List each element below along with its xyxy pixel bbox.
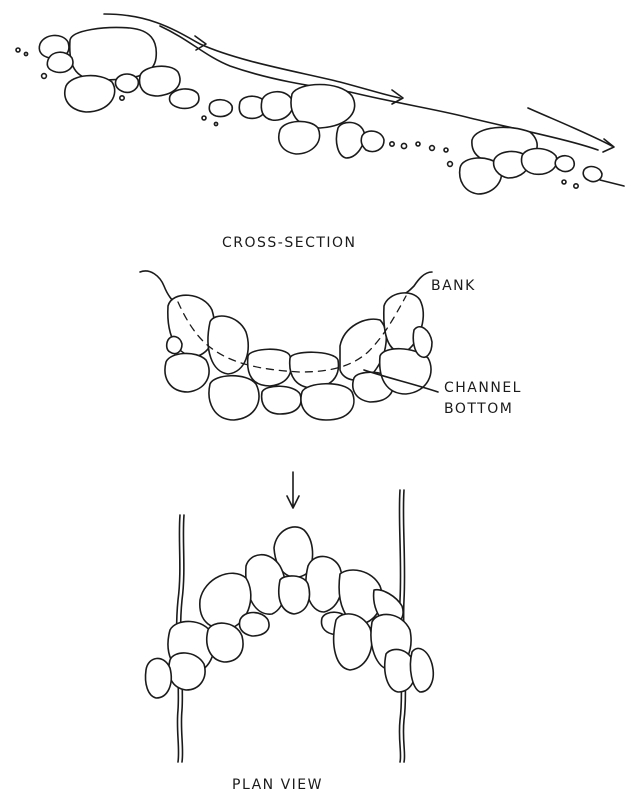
pebble [202,116,206,120]
cross-section-diagram [140,271,438,420]
streambed-edge [600,180,624,186]
pebble [444,148,448,152]
rock [306,556,342,612]
rock [410,648,433,692]
rock [290,352,339,388]
rock [583,167,602,182]
pebble [448,162,453,167]
rock [522,149,557,175]
bank-label: BANK [431,278,476,294]
plan-view-diagram [145,472,433,762]
pebble [120,96,124,100]
rock [413,327,432,357]
rock [336,122,364,158]
cross-section-caption: CROSS-SECTION [222,235,357,251]
rock [262,386,301,414]
rock [165,353,209,392]
rock [167,337,182,354]
rock [47,52,73,72]
pebble [562,180,566,184]
bank-line-left [140,271,176,304]
pebble [214,122,217,125]
rock [555,156,574,172]
rock [207,623,243,662]
pebble [430,146,435,151]
rock [209,376,259,420]
rock [334,614,372,670]
bank-line-right [404,272,432,294]
pebble [574,184,578,188]
rock [261,92,292,121]
rock [340,319,386,380]
rock [145,658,171,698]
pebble [42,74,47,79]
rock [248,349,292,386]
rock [361,131,384,151]
channel-label-line-2: BOTTOM [444,401,513,417]
pebble [390,142,394,146]
flow-line-lower [160,26,598,150]
pebble [416,142,420,146]
rock [240,613,270,637]
flow-arrow-head [603,139,614,152]
profile-sketch [16,14,624,194]
plan-view-caption: PLAN VIEW [232,777,323,793]
pebble [401,143,406,148]
pebble [16,48,20,52]
rock [169,89,198,108]
channel-label-line-1: CHANNEL [444,380,522,396]
rock [208,316,248,374]
pebble [24,52,27,55]
flow-line-right [528,108,612,146]
rock [279,576,310,614]
rock [301,384,354,420]
rock [209,100,232,117]
flow-direction-arrow [287,472,299,508]
rock [115,74,138,92]
rock [279,121,320,154]
rock [65,76,115,112]
rock [169,653,205,690]
